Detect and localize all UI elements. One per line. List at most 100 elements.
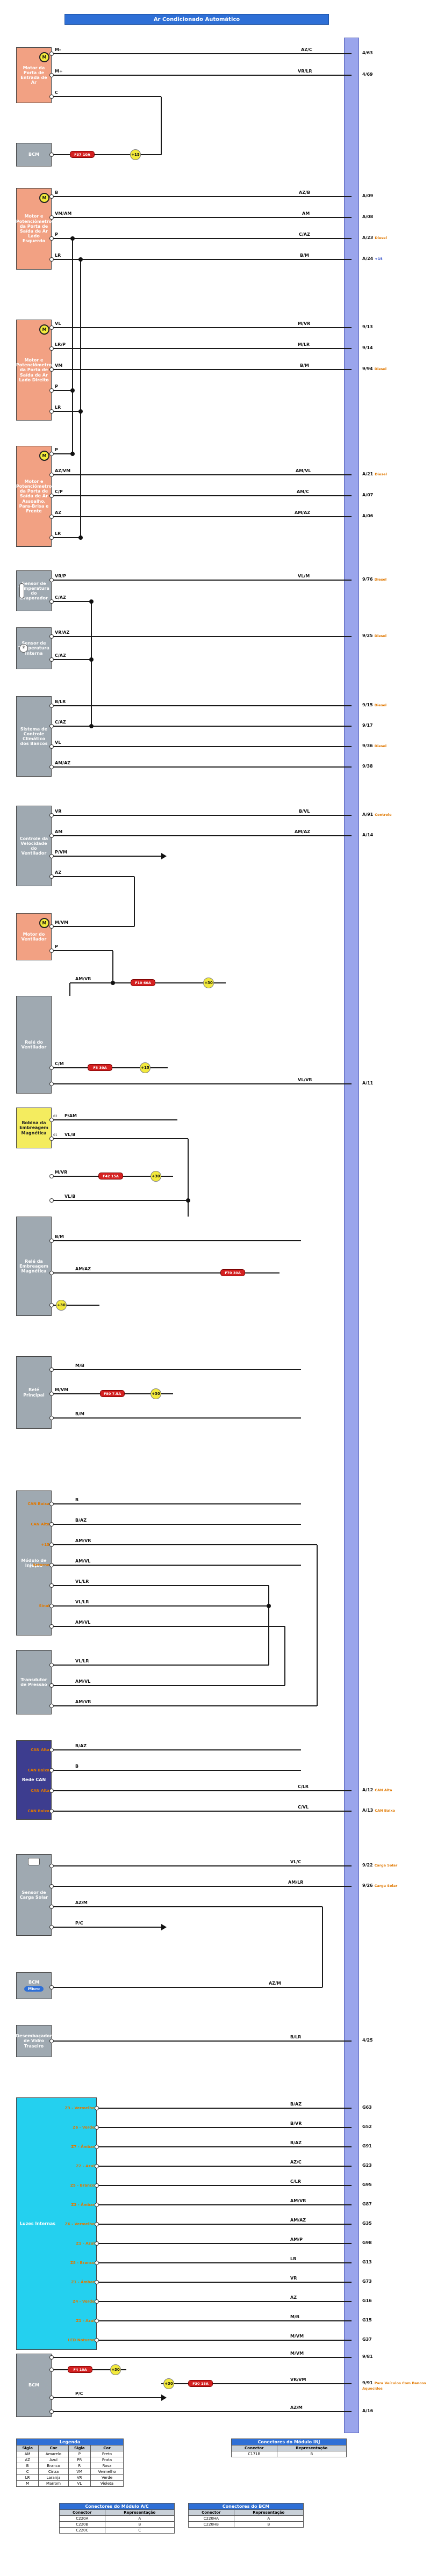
connector-strip xyxy=(344,38,359,2433)
wire-line xyxy=(52,815,352,816)
table-column-header: Cor xyxy=(38,2445,69,2451)
pin-number: G63 xyxy=(362,2105,372,2110)
wire-label: B/VL xyxy=(299,809,310,814)
table-cell: B xyxy=(233,2521,304,2528)
junction-dot xyxy=(78,257,83,262)
component-label: Sensor de Carga Solar xyxy=(19,1890,48,1900)
wire-line xyxy=(52,1749,301,1750)
connector-dot xyxy=(49,1789,54,1793)
connector-dot xyxy=(49,1884,54,1888)
wire-label: AM/VR xyxy=(75,976,91,981)
port-label: Z3 - Vermelho xyxy=(64,2106,95,2110)
pin-number: A/12 xyxy=(362,1788,374,1792)
table-column-header: Representação xyxy=(104,2509,175,2516)
wire-line xyxy=(52,1987,322,1988)
connector-pin: G16 xyxy=(362,2298,428,2304)
table-cell: VL xyxy=(68,2480,91,2487)
port-label: Z5 - Branco xyxy=(70,2183,95,2188)
pin-note: Diesel xyxy=(375,236,387,240)
pin-number: A/13 xyxy=(362,1808,374,1813)
power-source: +15 xyxy=(140,1062,150,1073)
wire-label: AM/VL xyxy=(75,1679,91,1684)
connector-dot xyxy=(95,2319,99,2323)
table-column-header: Sigla xyxy=(68,2445,91,2451)
motor-icon: M xyxy=(39,52,49,62)
fuse: F70 30A xyxy=(220,1269,245,1276)
connector-dot xyxy=(49,634,54,639)
pin-note: Carga Solar xyxy=(374,1863,398,1868)
wire-label: VL/LR xyxy=(75,1659,89,1663)
connector-dot xyxy=(95,2125,99,2130)
connector-dot xyxy=(49,2368,54,2372)
wire-label: AM xyxy=(302,211,310,216)
pin-number: G52 xyxy=(362,2124,372,2129)
wire-line xyxy=(97,2166,352,2167)
table-cell: LR xyxy=(16,2474,39,2481)
wire-label: AM/AZ xyxy=(290,2218,306,2223)
component-motor-pot-saida-esquerdo: Motor e Potenciômetro da Porta de Saída … xyxy=(16,188,52,270)
wire-line xyxy=(52,154,161,155)
pin-number: A/07 xyxy=(362,493,374,497)
wire-line xyxy=(52,1685,285,1686)
connector-pin: A/08 xyxy=(362,214,428,220)
pin-number: A/11 xyxy=(362,1081,374,1086)
wire-label: LR xyxy=(55,253,61,258)
ground-icon xyxy=(161,1924,167,1930)
pin-number: A/91 xyxy=(362,812,374,817)
wire-label: LR xyxy=(290,2256,297,2261)
component-sensor-carga-solar: Sensor de Carga Solar xyxy=(16,1854,52,1936)
connector-dot xyxy=(49,1502,54,1506)
wire-label: B/LR xyxy=(55,699,66,704)
pin-number: 9/81 xyxy=(362,2354,373,2359)
port-label: LED Noturno xyxy=(68,2338,95,2342)
wire-label: AM/VR xyxy=(75,1699,91,1704)
wire-label: VL/B xyxy=(64,1132,76,1137)
diagram-title: Ar Condicionado Automático xyxy=(64,14,329,25)
wire-label: C/AZ xyxy=(55,720,66,725)
wire-line xyxy=(52,876,134,877)
component-label: Sensor de Temperatura Interna xyxy=(18,641,49,656)
connector-dot xyxy=(49,1624,54,1629)
pin-number: G13 xyxy=(362,2260,372,2264)
connector-dot xyxy=(49,1563,54,1567)
table-column-header: Cor xyxy=(90,2445,124,2451)
pin-number: A/16 xyxy=(362,2408,374,2413)
table-cell: PR xyxy=(68,2457,91,2463)
wire-line xyxy=(52,659,91,660)
connector-pin: G52 xyxy=(362,2124,428,2130)
connector-dot xyxy=(49,1768,54,1772)
junction-dot xyxy=(89,599,94,604)
wire-line xyxy=(52,1544,317,1545)
connector-dot xyxy=(49,744,54,749)
connector-dot xyxy=(49,924,54,929)
connector-dot xyxy=(49,153,54,157)
wire-label: C/M xyxy=(55,1061,64,1066)
wire-label: C/AZ xyxy=(299,232,310,237)
wire-line xyxy=(52,1240,301,1241)
connector-dot xyxy=(49,1748,54,1752)
wire-line xyxy=(97,2108,352,2109)
connector-dot xyxy=(49,1416,54,1420)
wire-label: VR/P xyxy=(55,574,67,578)
connector-dot xyxy=(49,1137,54,1141)
power-source: +30 xyxy=(150,1388,161,1399)
wire-label: M+ xyxy=(55,69,63,74)
component-bcm-bottom: BCM xyxy=(16,2354,52,2417)
junction-dot xyxy=(70,236,75,241)
wire-label: B/AZ xyxy=(290,2140,302,2145)
junction-dot xyxy=(89,657,94,662)
component-rede-can: Rede CAN xyxy=(16,1740,52,1820)
component-label: Motor e Potenciômetro da Porta de Saída … xyxy=(16,479,52,513)
table-cell: AZ xyxy=(16,2457,39,2463)
pin-note: Diesel xyxy=(374,634,387,638)
wire-label: B/VR xyxy=(290,2121,302,2126)
connector-dot xyxy=(49,346,54,351)
wire-line xyxy=(52,1811,352,1812)
component-motor-pot-saida-direito: Motor e Potenciômetro da Porta de Saída … xyxy=(16,320,52,421)
